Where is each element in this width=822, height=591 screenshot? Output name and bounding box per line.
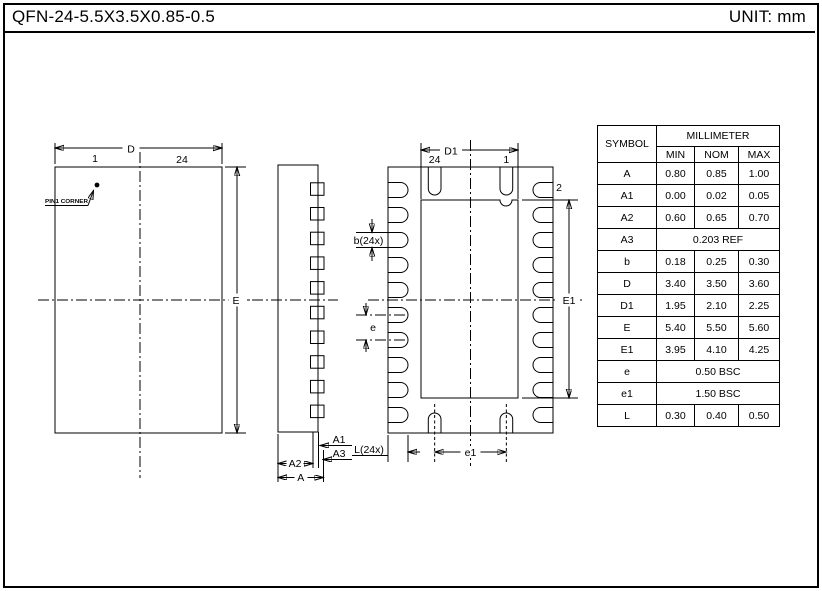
e1-pitch-dimension-label: e1 [465, 447, 477, 459]
e1-dimension-label: E1 [563, 295, 576, 307]
a2-dimension-label: A2 [289, 458, 302, 470]
millimeter-header: MILLIMETER [656, 125, 780, 147]
max-header: MAX [738, 146, 780, 163]
table-header-row: SYMBOL MILLIMETER [597, 125, 780, 163]
unit-label: UNIT: mm [728, 7, 806, 26]
min-header: MIN [656, 146, 695, 163]
symbol-header: SYMBOL [597, 125, 657, 163]
exposed-pad [420, 199, 519, 399]
bottom-view-pin24-number: 24 [429, 154, 441, 166]
bottom-view-drawing: D1 24 1 2 b(24x) e E1 [352, 140, 582, 466]
top-view-pin24-number: 24 [176, 154, 188, 166]
page-border [3, 3, 819, 588]
page-title: QFN-24-5.5X3.5X0.85-0.5 [12, 7, 216, 26]
l-dimension-label: L(24x) [354, 444, 384, 456]
e-pitch-dimension-label: e [370, 322, 376, 334]
b-dimension-label: b(24x) [354, 235, 384, 247]
a-dimension-label: A [297, 472, 304, 484]
nom-header: NOM [694, 146, 739, 163]
d-dimension-label: D [127, 144, 135, 156]
a1-dimension-label: A1 [333, 434, 346, 446]
bottom-view-pin1-number: 1 [503, 154, 509, 166]
top-view-pin1-number: 1 [92, 153, 98, 165]
bottom-view-pin2-number: 2 [556, 182, 562, 194]
pin1-corner-label: PIN1 CORNER [45, 199, 88, 205]
title-bar: QFN-24-5.5X3.5X0.85-0.5 UNIT: mm [3, 3, 815, 33]
d1-dimension-label: D1 [444, 146, 458, 158]
pin1-marker-dot [94, 182, 100, 188]
side-view-drawing: A1 A3 A2 A [252, 164, 352, 484]
top-view-drawing: D 1 24 E PIN1 CORNER [38, 141, 250, 478]
a3-dimension-label: A3 [333, 448, 346, 460]
e-dimension-label: E [232, 295, 239, 307]
